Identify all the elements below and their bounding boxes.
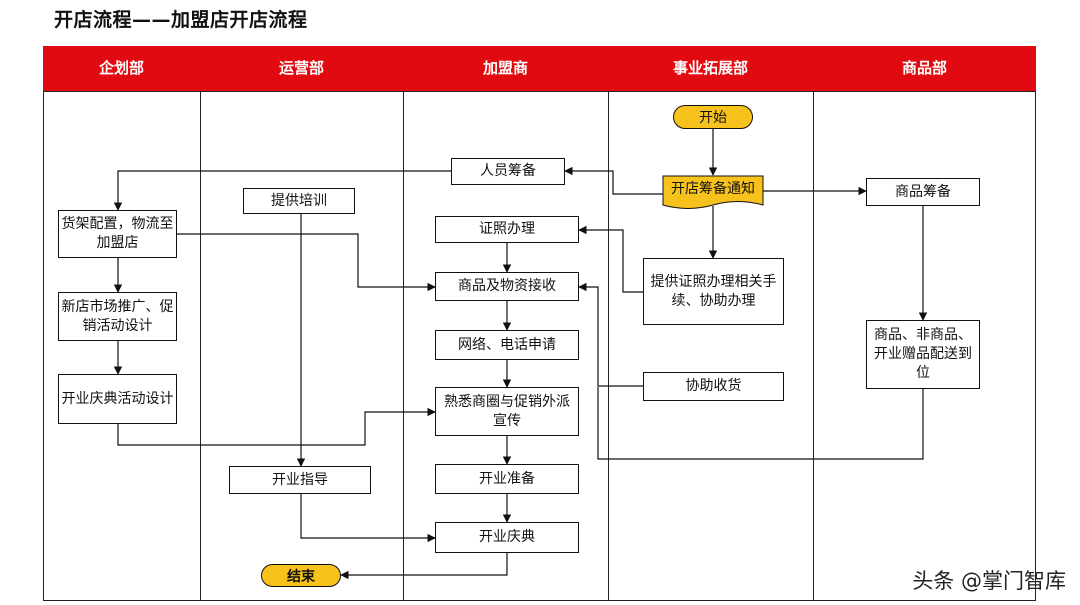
shelf-node: 货架配置，物流至加盟店 <box>58 210 177 258</box>
lane-divider <box>608 91 609 601</box>
prep-node: 开业准备 <box>435 464 579 494</box>
lane-label-planning: 企划部 <box>98 59 144 77</box>
goods-prep-node: 商品筹备 <box>866 178 980 206</box>
ceremony-design-node: 开业庆典活动设计 <box>58 374 177 424</box>
lane-label-operations: 运营部 <box>278 59 324 77</box>
lane-divider <box>403 91 404 601</box>
staff-node: 人员筹备 <box>451 158 565 185</box>
training-node: 提供培训 <box>243 188 355 214</box>
start-terminal: 开始 <box>673 105 753 129</box>
diagram-frame <box>43 91 1036 601</box>
license-help-node: 提供证照办理相关手续、协助办理 <box>643 258 784 325</box>
lane-label-merchandise: 商品部 <box>901 59 947 77</box>
network-node: 网络、电话申请 <box>435 330 579 360</box>
receive-node: 商品及物资接收 <box>435 272 579 301</box>
assist-receive-node: 协助收货 <box>643 372 784 401</box>
notice-node: 开店筹备通知 <box>671 181 755 197</box>
lane-label-franchisee: 加盟商 <box>482 59 528 77</box>
promo-design-node: 新店市场推广、促销活动设计 <box>58 292 177 341</box>
watermark: 头条 @掌门智库 <box>912 569 1066 593</box>
lane-divider <box>813 91 814 601</box>
guide-node: 开业指导 <box>229 466 371 494</box>
delivery-node: 商品、非商品、开业赠品配送到位 <box>866 320 980 389</box>
familiar-node: 熟悉商圈与促销外派宣传 <box>435 387 579 436</box>
license-node: 证照办理 <box>435 216 579 243</box>
lane-header: 企划部 运营部 加盟商 事业拓展部 商品部 <box>43 46 1036 91</box>
ceremony-node: 开业庆典 <box>435 522 579 553</box>
end-terminal: 结束 <box>261 564 341 587</box>
page-title: 开店流程——加盟店开店流程 <box>54 9 308 31</box>
lane-divider <box>200 91 201 601</box>
lane-label-business-dev: 事业拓展部 <box>672 59 748 77</box>
